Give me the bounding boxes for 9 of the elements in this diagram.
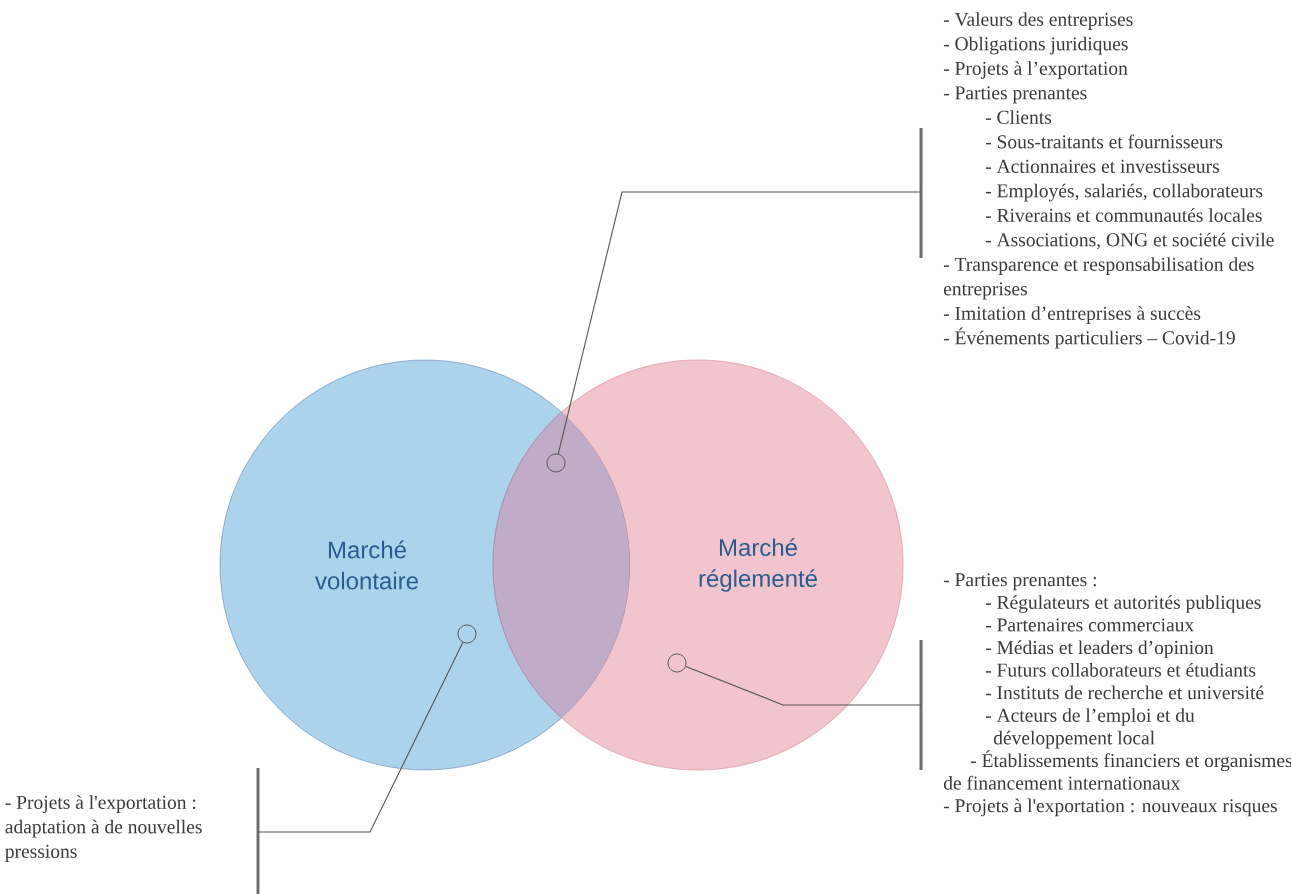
leader-line [257, 642, 464, 833]
bracket-text-block: - Valeurs des entreprises - Obligations juridiques - Projets à l’exportation - Parties prenantes - Clients - Sous-traitants et fournisseurs - Actionnaires et investisseurs - Employés, salariés, collaborateurs - Riverains et communautés locales - Associations, ONG et société civile - Transparence et responsabilisation des entreprises - Imitation d’entreprises à succès - Événements particuliers – Covid-19 [919, 12, 1274, 349]
marker-circle [457, 624, 477, 644]
leader-line [685, 665, 922, 706]
marker-circle [667, 653, 687, 673]
bracket-text-block: - Projets à l'exportation : adaptation à de nouvelles pressions [5, 768, 260, 894]
marker-circle [546, 453, 566, 473]
bracket-text-block: - Parties prenantes : - Régulateurs et autorités publiques - Partenaires commerciaux - Médias et leaders d’opinion - Futurs collaborateurs et étudiants - Instituts de recherche et université - Acteurs de l’emploi et du développement local - Établissements financiers et organismes de financement internationaux - Projets à l'exportation : nouveaux risques [919, 573, 1291, 817]
leader-line [557, 191, 922, 455]
